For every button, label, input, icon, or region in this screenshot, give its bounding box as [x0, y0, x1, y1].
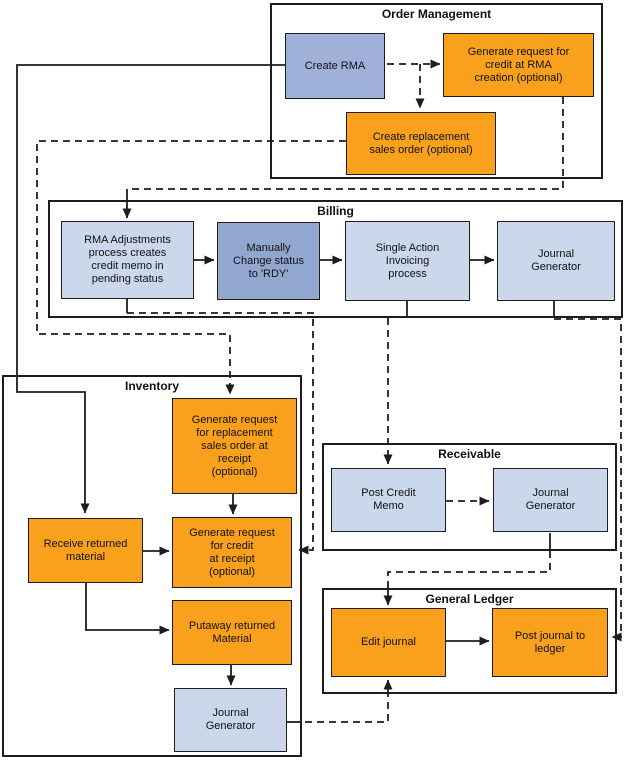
lane-title-inventory: Inventory — [124, 379, 179, 393]
lane-title-order-management: Order Management — [381, 7, 492, 21]
edge-create-replacement-gen-replacement-receipt — [36, 140, 346, 395]
edge-rma-adjustments-gen-credit-receipt — [127, 312, 314, 555]
lane-inventory: Inventory — [2, 375, 302, 757]
edge-inventory-journal-gen-to-general-ledger — [305, 694, 389, 723]
lane-order-management: Order Management — [270, 3, 603, 179]
lane-billing: Billing — [48, 200, 623, 318]
edge-billing-journal-gen-post-journal — [554, 318, 622, 642]
node-gen-credit-rma: Generate request for credit at RMA creat… — [443, 33, 594, 97]
node-post-credit-memo: Post Credit Memo — [331, 468, 446, 532]
node-post-journal-to-ledger: Post journal to ledger — [492, 608, 608, 677]
edge-create-rma-receive-returned — [16, 64, 285, 514]
node-inventory-journal-generator: Journal Generator — [174, 688, 287, 752]
node-change-status-rdy: Manually Change status to 'RDY' — [217, 222, 320, 300]
edge-receivable-journal-gen-to-general-ledger — [387, 551, 551, 588]
lane-title-general-ledger: General Ledger — [425, 592, 514, 606]
node-putaway-returned-material: Putaway returned Material — [172, 600, 292, 665]
node-billing-journal-generator: Journal Generator — [497, 221, 615, 301]
edge-receive-returned-putaway — [85, 583, 170, 635]
lane-title-receivable: Receivable — [438, 447, 501, 461]
node-gen-replacement-receipt: Generate request for replacement sales o… — [172, 398, 297, 494]
lane-title-billing: Billing — [317, 204, 354, 218]
node-edit-journal: Edit journal — [331, 608, 446, 677]
node-create-rma: Create RMA — [285, 33, 385, 99]
node-rma-adjustments: RMA Adjustments process creates credit m… — [61, 221, 194, 299]
node-single-action-invoicing: Single Action Invoicing process — [345, 221, 470, 301]
node-receivable-journal-generator: Journal Generator — [493, 468, 608, 532]
edge-gen-credit-rma-to-billing — [127, 97, 564, 190]
node-create-replacement-sales-order: Create replacement sales order (optional… — [346, 112, 496, 175]
lane-receivable: Receivable — [322, 443, 617, 551]
node-receive-returned-material: Receive returned material — [28, 518, 143, 583]
node-gen-credit-receipt: Generate request for credit at receipt (… — [172, 517, 292, 588]
